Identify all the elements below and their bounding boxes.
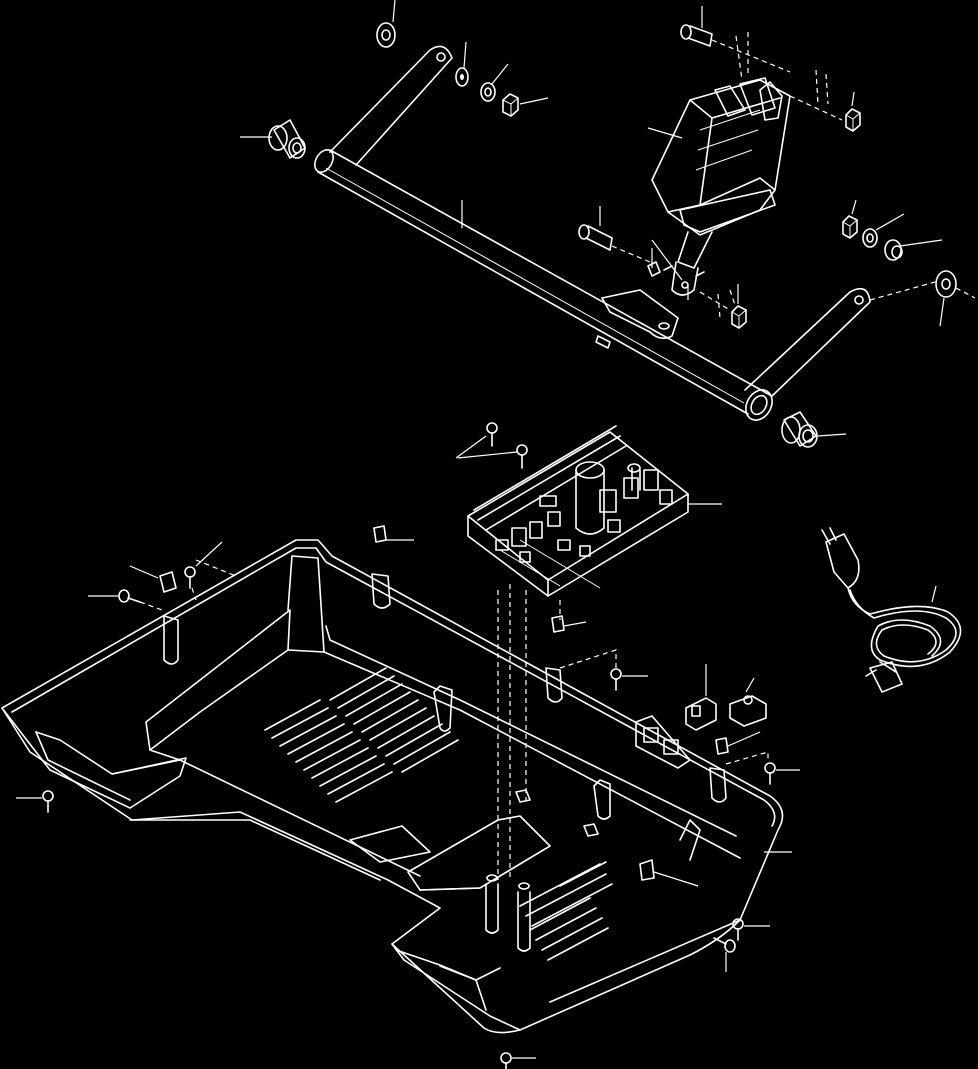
power-switch <box>685 697 717 731</box>
spacer-motor <box>647 261 661 277</box>
washer-top <box>376 22 396 48</box>
nut-right <box>842 215 858 239</box>
vent-slots <box>264 667 459 803</box>
circuit-breaker <box>729 695 767 727</box>
frame-right-arm <box>744 287 871 397</box>
leader-lines-upper <box>240 0 945 437</box>
incline-motor <box>651 77 791 296</box>
washer-right-1 <box>862 228 878 248</box>
washer-small-1 <box>455 67 469 87</box>
bolt-motor-mid <box>578 224 651 263</box>
end-cap-left <box>268 119 306 159</box>
washer-right-2 <box>869 270 976 301</box>
power-cord <box>821 527 962 693</box>
nut-motor-right <box>789 95 861 132</box>
tray-hardware <box>42 525 776 1069</box>
board-dash-lines <box>497 584 561 880</box>
nut-top <box>502 93 519 117</box>
end-cap-right <box>781 411 818 448</box>
motor-bracket <box>595 289 679 349</box>
washer-small-2 <box>480 82 496 102</box>
incline-frame <box>268 45 871 448</box>
controller-board <box>467 425 689 597</box>
bolt-motor-top <box>680 24 791 73</box>
hood-base <box>1 539 784 1034</box>
frame-tube <box>314 149 773 421</box>
bushing-right <box>884 239 903 261</box>
leader-lines-lower <box>16 539 800 1059</box>
board-screws <box>455 422 528 469</box>
frame-left-arm <box>329 45 453 166</box>
nut-motor-lower <box>699 291 747 329</box>
